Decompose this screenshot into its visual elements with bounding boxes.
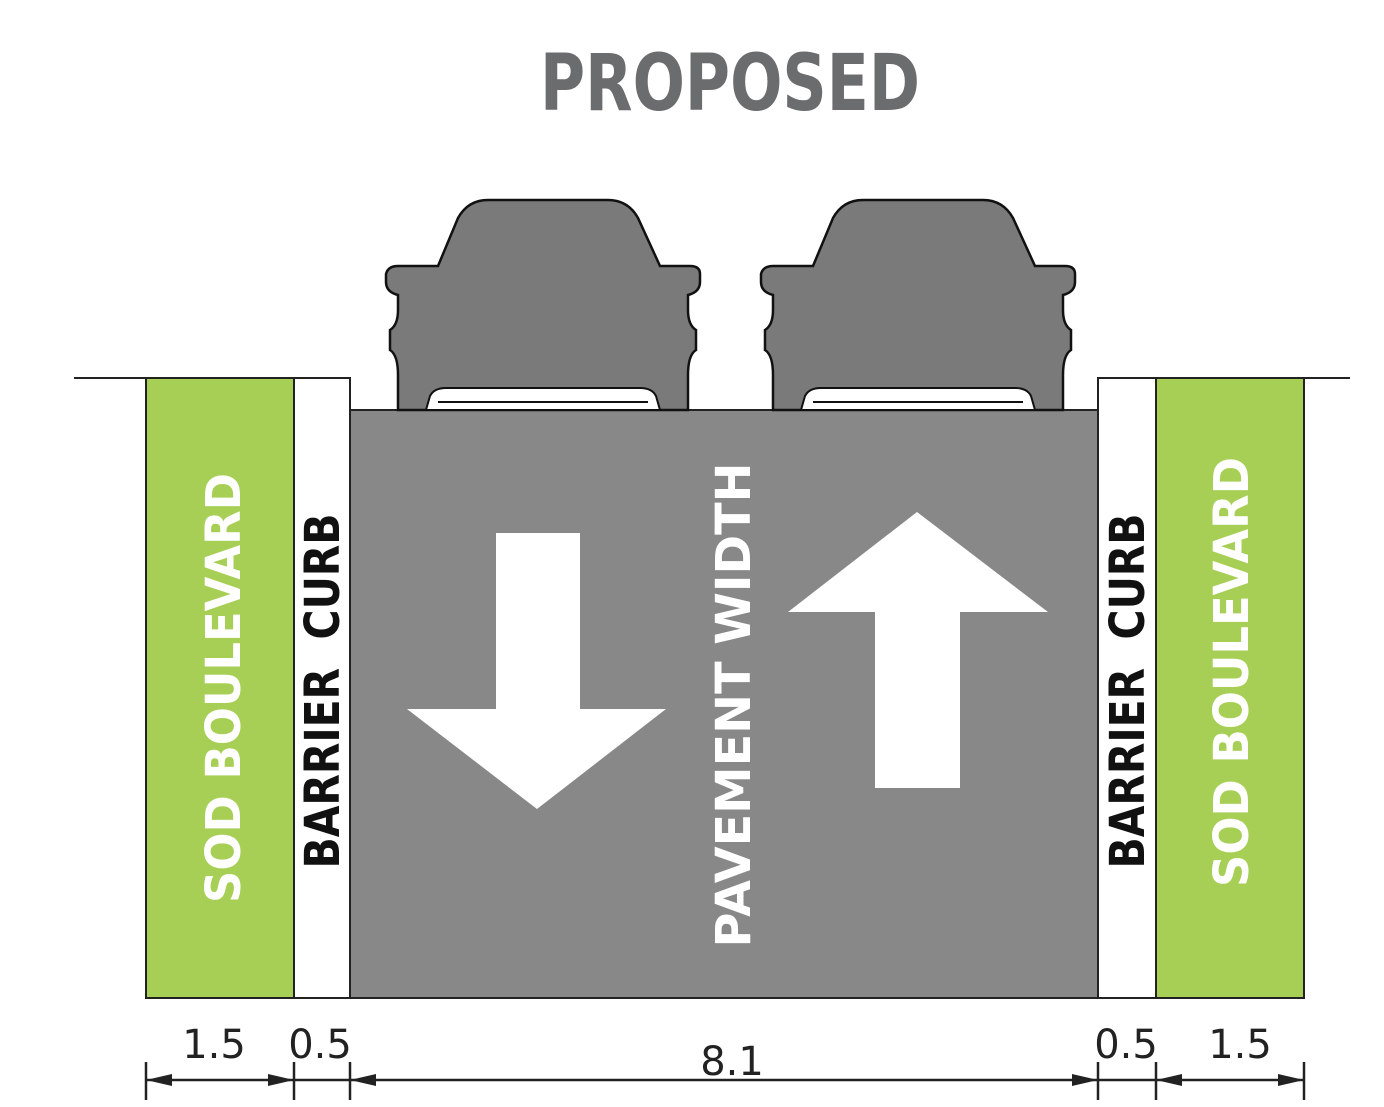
dimension-arrowheads <box>146 1074 1304 1086</box>
dimension-line <box>144 1062 1306 1100</box>
car-rear-icon-left-lane <box>384 198 702 412</box>
diagram-title: PROPOSED <box>540 39 920 129</box>
dimension-right-boulevard: 1.5 <box>1208 1022 1272 1068</box>
right-barrier-curb-label: BARRIER CURB <box>1100 514 1156 869</box>
right-sod-boulevard-label: SOD BOULEVARD <box>1204 457 1260 887</box>
dimension-right-curb: 0.5 <box>1094 1022 1158 1068</box>
left-sod-boulevard-label: SOD BOULEVARD <box>196 473 252 903</box>
dimension-left-boulevard: 1.5 <box>182 1022 246 1068</box>
arrow-down-icon <box>407 533 666 809</box>
car-rear-icon-right-lane <box>759 198 1077 412</box>
right-barrier-curb <box>1097 377 1157 999</box>
pavement <box>349 409 1099 999</box>
right-sod-boulevard <box>1155 377 1305 999</box>
left-sod-boulevard <box>145 377 295 999</box>
left-barrier-curb-label: BARRIER CURB <box>295 514 351 869</box>
arrow-up-icon <box>788 512 1048 788</box>
dimension-left-curb: 0.5 <box>288 1022 352 1068</box>
left-barrier-curb <box>293 377 351 999</box>
dimension-pavement: 8.1 <box>700 1039 764 1085</box>
pavement-width-label: PAVEMENT WIDTH <box>706 463 762 948</box>
